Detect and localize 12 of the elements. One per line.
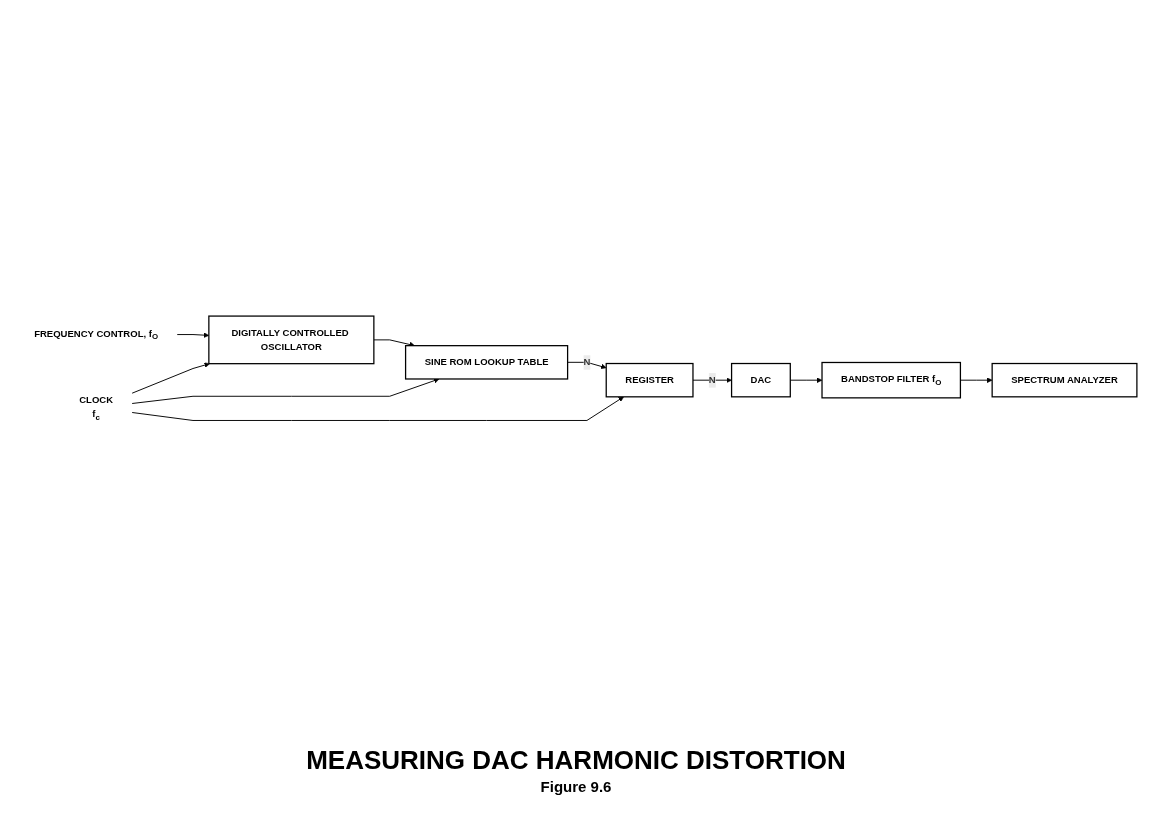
node-box: DIGITALLY CONTROLLED OSCILLATOR bbox=[208, 315, 375, 365]
edge-label: N bbox=[708, 374, 716, 386]
diagram-title: MEASURING DAC HARMONIC DISTORTION bbox=[306, 745, 846, 776]
node-box: SPECTRUM ANALYZER bbox=[991, 363, 1138, 398]
node-box: SINE ROM LOOKUP TABLE bbox=[404, 345, 569, 380]
node-text: FREQUENCY CONTROL, f$_{O}$ bbox=[34, 327, 159, 342]
node-box: BANDSTOP FILTER f$_{O}$ bbox=[821, 362, 962, 399]
node-box: REGISTER bbox=[605, 363, 694, 398]
node-text: CLOCK f$_{c}$ bbox=[79, 393, 114, 422]
edge-label: N bbox=[583, 356, 591, 368]
node-box: DAC bbox=[730, 363, 791, 398]
figure-caption: Figure 9.6 bbox=[540, 778, 612, 795]
